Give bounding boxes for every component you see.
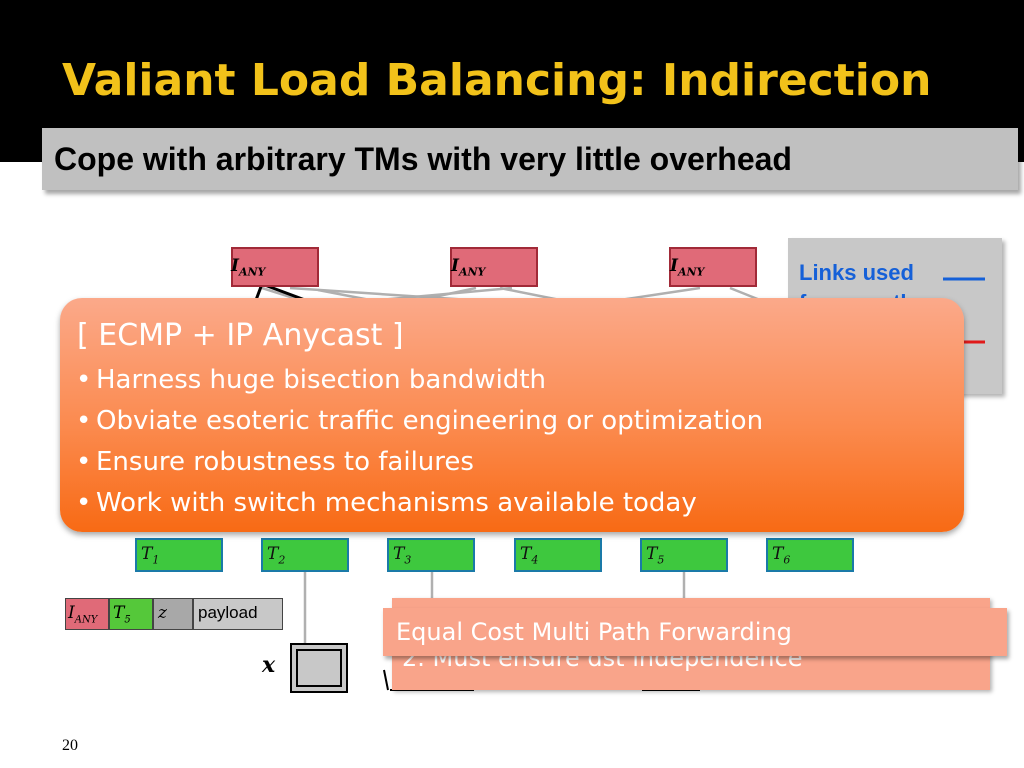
intermediate-switch-3-label: IANY [670, 256, 705, 279]
bullet-marker: • [76, 406, 92, 436]
server-x-label: x [262, 652, 276, 678]
ecmp-note-text: Equal Cost Multi Path Forwarding [396, 618, 792, 646]
page-number: 20 [62, 737, 78, 754]
tor-switch-6-label: T6 [772, 544, 791, 567]
bullet-marker: • [76, 447, 92, 477]
intermediate-switch-2 [450, 247, 538, 287]
packet-header-dst: z [153, 598, 193, 630]
packet-tor-label: T5 [113, 603, 131, 626]
ecmp-anycast-callout: [ ECMP + IP Anycast ] •Harness huge bise… [60, 298, 964, 532]
intermediate-switch-2-label: IANY [451, 256, 486, 279]
callout-bullet-1: •Harness huge bisection bandwidth [76, 365, 546, 395]
intermediate-switch-1 [231, 247, 319, 287]
slide-title: Valiant Load Balancing: Indirection [62, 55, 932, 106]
packet-iany-label: IANY [68, 603, 98, 626]
tor-switch-4-label: T4 [520, 544, 539, 567]
legend-up-label: Links used [799, 260, 914, 285]
slide-subtitle: Cope with arbitrary TMs with very little… [54, 141, 792, 177]
subtitle-box: Cope with arbitrary TMs with very little… [42, 128, 1018, 190]
callout-heading: [ ECMP + IP Anycast ] [77, 318, 404, 353]
packet-payload: payload [193, 598, 283, 630]
tor-switch-3: T3 [387, 538, 475, 572]
callout-bullet-3: •Ensure robustness to failures [76, 447, 474, 477]
ecmp-note: Equal Cost Multi Path Forwarding [383, 608, 1007, 656]
intermediate-switch-3 [669, 247, 757, 287]
tor-switch-5-label: T5 [646, 544, 665, 567]
tor-switch-1-label: T1 [141, 544, 160, 567]
server-x [290, 643, 348, 693]
callout-bullet-2: •Obviate esoteric traffic engineering or… [76, 406, 764, 436]
packet-dst-label: z [158, 603, 167, 623]
tor-switch-2: T2 [261, 538, 349, 572]
tor-switch-6: T6 [766, 538, 854, 572]
packet-header-tor: T5 [109, 598, 153, 630]
packet-payload-label: payload [198, 603, 258, 622]
callout-bullet-4: •Work with switch mechanisms available t… [76, 488, 697, 518]
tor-switch-5: T5 [640, 538, 728, 572]
bullet-marker: • [76, 365, 92, 395]
bullet-marker: • [76, 488, 92, 518]
tor-switch-2-label: T2 [267, 544, 286, 567]
packet-header-iany: IANY [65, 598, 109, 630]
tor-switch-3-label: T3 [393, 544, 412, 567]
tor-switch-4: T4 [514, 538, 602, 572]
tor-switch-1: T1 [135, 538, 223, 572]
intermediate-switch-1-label: IANY [231, 256, 266, 279]
